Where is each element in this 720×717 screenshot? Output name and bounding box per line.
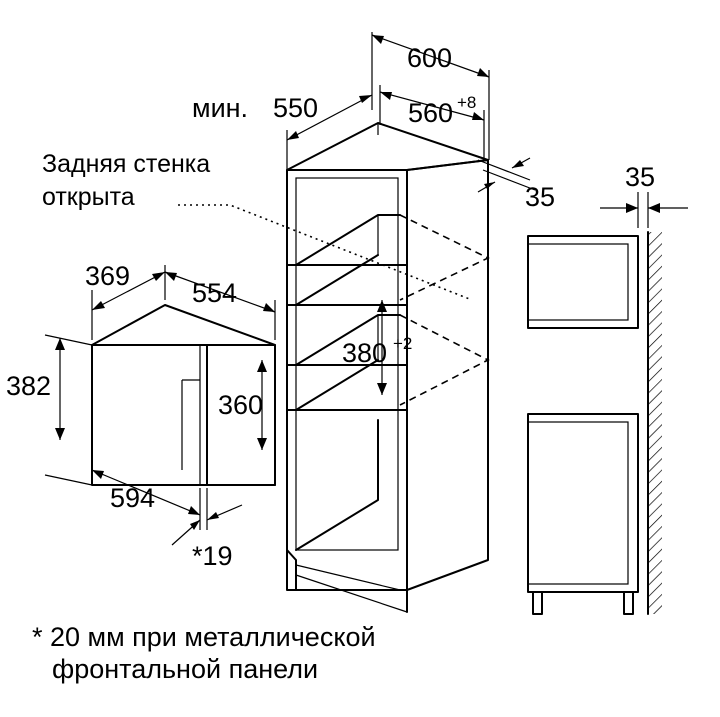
- label-appliance-height: 382: [6, 371, 51, 401]
- label-niche-depth: 560: [408, 98, 453, 128]
- footnote-line1: * 20 мм при металлической: [32, 622, 376, 652]
- label-niche-depth-tolerance: +8: [457, 93, 476, 112]
- appliance-dimensions: [44, 265, 276, 546]
- label-min-depth: 550: [273, 93, 318, 123]
- label-side-gap: 35: [625, 162, 655, 192]
- label-niche-height-tolerance: +2: [393, 334, 412, 353]
- cabinet-dimensions: [286, 32, 536, 395]
- rear-wall-note-line1: Задняя стенка: [42, 150, 210, 178]
- tall-cabinet: [178, 122, 490, 613]
- label-appliance-width: 594: [110, 483, 155, 513]
- side-view: [527, 192, 688, 615]
- rear-wall-note-line2: открыта: [42, 183, 135, 211]
- label-min-prefix: мин.: [192, 93, 248, 123]
- label-appliance-inner-height: 360: [218, 390, 263, 420]
- label-appliance-side-width: 554: [192, 278, 237, 308]
- label-niche-height: 380: [342, 338, 387, 368]
- footnote-line2: фронтальной панели: [52, 654, 318, 684]
- label-cabinet-depth: 600: [407, 43, 452, 73]
- microwave-appliance: [91, 304, 276, 486]
- label-front-panel: *19: [192, 541, 233, 571]
- label-back-gap: 35: [525, 182, 555, 212]
- label-appliance-depth: 369: [85, 261, 130, 291]
